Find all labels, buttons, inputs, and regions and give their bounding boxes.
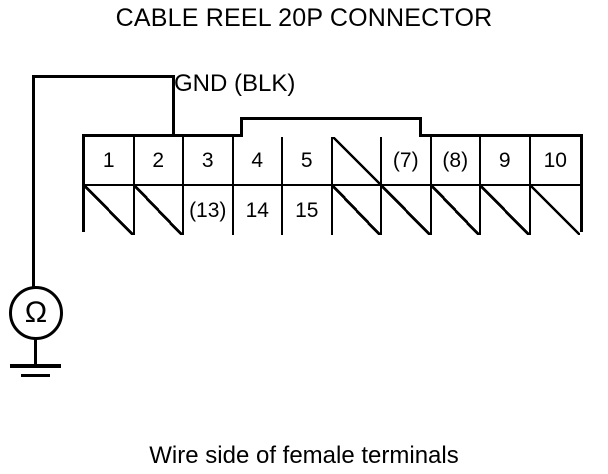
pin-label: 2 (152, 149, 165, 172)
connector-locking-tab (240, 117, 422, 137)
pin-cell[interactable]: 5 (283, 137, 333, 184)
pin-label: 1 (102, 149, 115, 172)
page-title: CABLE REEL 20P CONNECTOR (115, 4, 493, 32)
pin-cell[interactable]: (7) (382, 137, 432, 184)
pin-label: 10 (543, 149, 567, 172)
empty-cavity (481, 186, 531, 235)
omega-icon: Ω (24, 296, 48, 329)
pin-cell[interactable]: 9 (481, 137, 531, 184)
empty-cavity (530, 186, 580, 235)
empty-cavity (332, 137, 382, 184)
connector-bottom-row: (13) 14 15 (85, 186, 580, 235)
connector-top-row: 1 2 3 4 5 (7) (8) 9 10 (85, 137, 580, 186)
pin-cell[interactable]: 14 (233, 186, 283, 235)
ohmmeter-symbol: Ω (9, 286, 63, 340)
pin-label: 15 (295, 199, 319, 222)
probe-wire-segment-up (172, 75, 175, 137)
meter-ground-lead (34, 338, 37, 366)
connector-body: 1 2 3 4 5 (7) (8) 9 10 (13) 14 15 (82, 134, 583, 235)
pin-cell[interactable]: (8) (431, 137, 481, 184)
probe-wire-segment-across (32, 75, 175, 78)
pin-cell[interactable]: 3 (184, 137, 234, 184)
pin-cell[interactable]: 4 (233, 137, 283, 184)
pin-cell[interactable]: 2 (134, 137, 184, 184)
empty-cavity (332, 186, 382, 235)
pin-label: 4 (251, 149, 264, 172)
probe-wire-segment-down (32, 75, 35, 291)
pin-cell[interactable]: (13) (184, 186, 234, 235)
ground-symbol-bar-narrow (21, 374, 50, 377)
pin-label: 14 (245, 199, 269, 222)
empty-cavity (431, 186, 481, 235)
empty-cavity (85, 186, 135, 235)
pin-cell[interactable]: 1 (85, 137, 135, 184)
pin-label: 5 (300, 149, 313, 172)
pin-label: 3 (201, 149, 214, 172)
ground-wire-label: GND (BLK) (174, 70, 296, 97)
figure-caption: Wire side of female terminals (149, 442, 459, 469)
pin-label: 9 (498, 149, 511, 172)
pin-label: (8) (442, 149, 469, 172)
empty-cavity (134, 186, 184, 235)
empty-cavity (382, 186, 432, 235)
pin-cell[interactable]: 10 (530, 137, 580, 184)
pin-label: (13) (189, 199, 227, 222)
ground-symbol-bar-wide (10, 364, 61, 368)
pin-cell[interactable]: 15 (283, 186, 333, 235)
pin-label: (7) (392, 149, 419, 172)
